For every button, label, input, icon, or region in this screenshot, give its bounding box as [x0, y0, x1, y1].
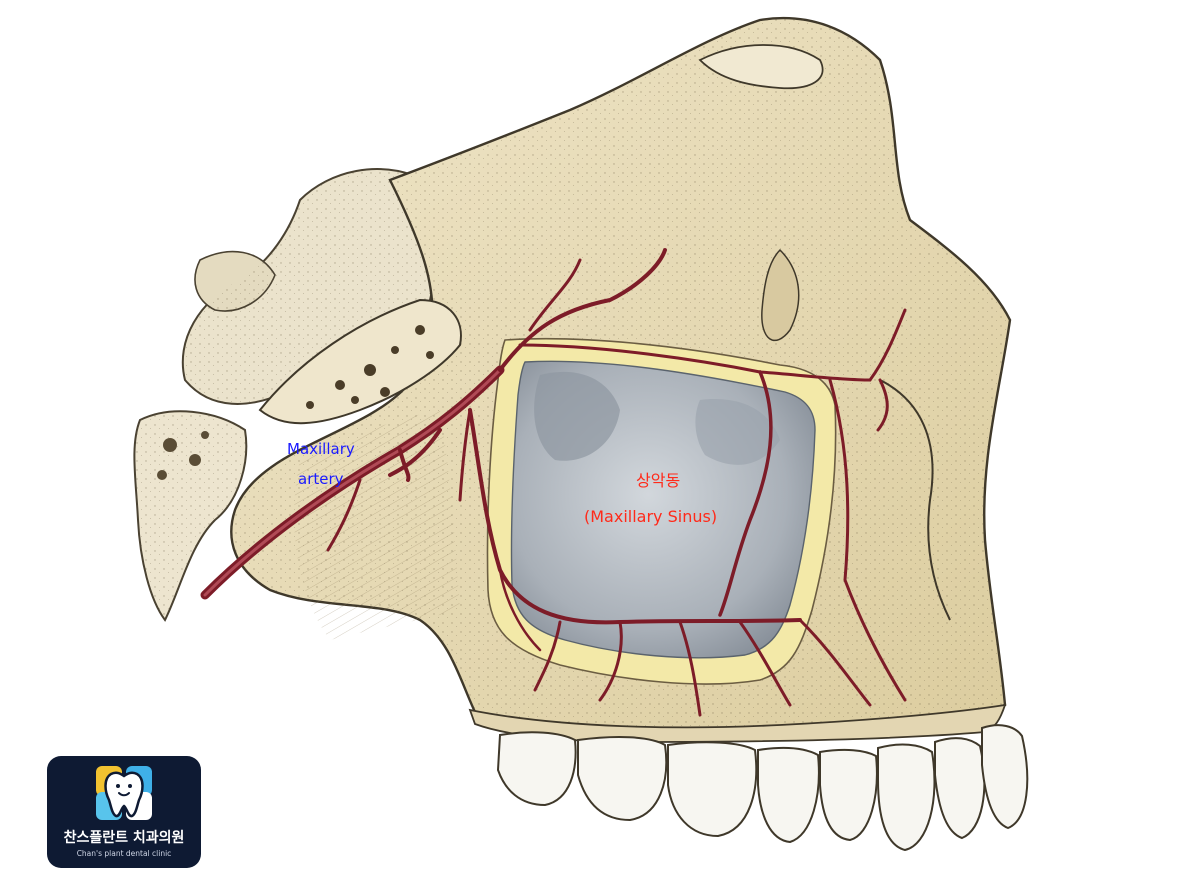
tooth-molar-1: [667, 741, 758, 838]
tooth-premolar-2: [757, 746, 820, 844]
maxillary-sinus-korean-label: 상악동: [636, 471, 681, 490]
upper-teeth: [496, 724, 1029, 852]
tooth-molar-2: [577, 736, 668, 822]
tooth-logo-icon: [96, 766, 152, 820]
maxillary-artery-vessels: [200, 248, 907, 717]
tooth-central-incisor: [981, 724, 1029, 830]
maxillary-sinus-window: [486, 337, 837, 685]
clinic-name-english: Chan's plant dental clinic: [76, 849, 172, 858]
tooth-premolar-1: [819, 748, 878, 842]
pterygoid-plate: [133, 410, 248, 622]
maxillary-artery-label-line2: artery: [298, 470, 344, 488]
clinic-logo: 찬스플란트 치과의원 Chan's plant dental clinic: [47, 756, 201, 868]
clinic-name-korean: 찬스플란트 치과의원: [63, 830, 185, 846]
tooth-molar-3: [496, 731, 577, 807]
maxillary-sinus-english-label: (Maxillary Sinus): [584, 507, 718, 526]
maxillary-artery-label-line1: Maxillary: [287, 440, 355, 458]
tooth-lateral-incisor: [934, 737, 986, 840]
tooth-canine: [877, 743, 936, 852]
cancellous-bone-section: [258, 298, 462, 425]
